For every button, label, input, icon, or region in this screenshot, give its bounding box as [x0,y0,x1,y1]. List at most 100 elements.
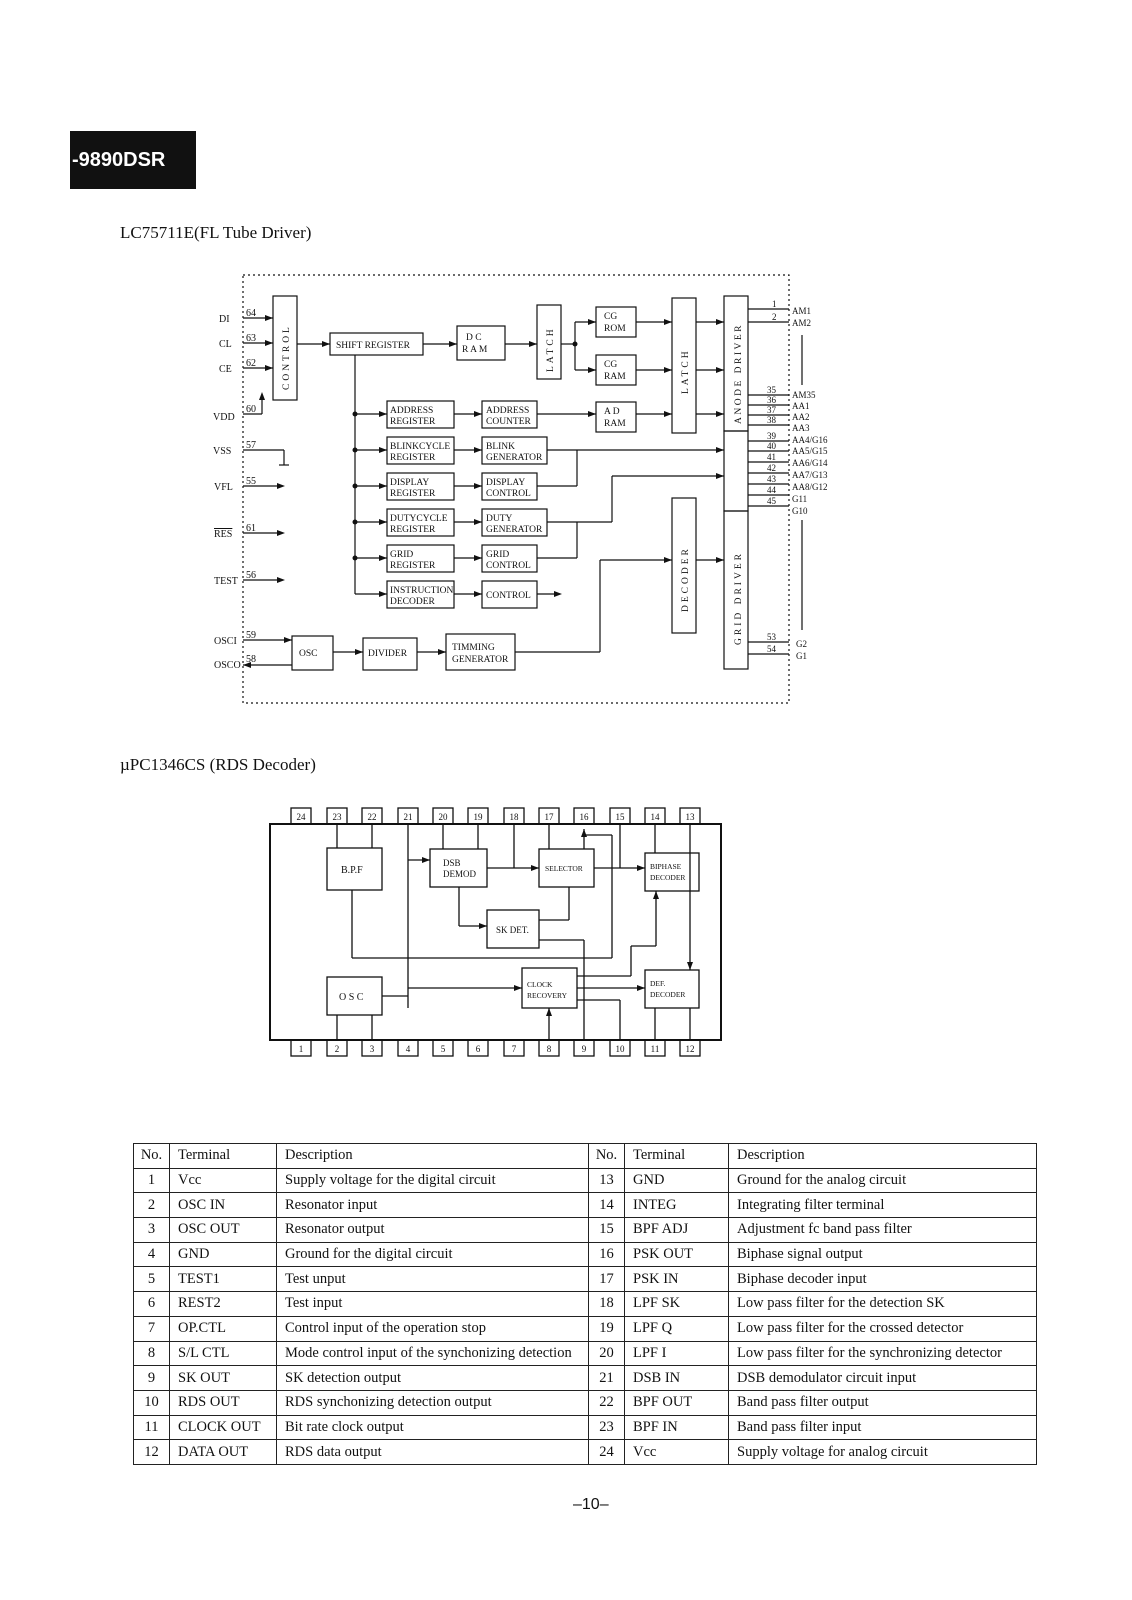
bottom-pin-5: 5 [441,1044,446,1054]
biphase-decoder-label-2: DECODER [650,873,685,882]
latch-label: LATCH [546,326,556,372]
output-name-g10: G10 [792,506,808,516]
cell-no: 19 [588,1315,625,1342]
top-pin-24: 24 [297,812,307,822]
cell-no: 16 [588,1241,625,1268]
cell-terminal: OSC OUT [169,1217,277,1243]
top-pin-21: 21 [404,812,413,822]
cell-description: Adjustment fc band pass filter [728,1217,1037,1243]
address-register-label-1: ADDRESS [390,406,433,416]
cell-no: 2 [133,1192,170,1219]
output-pin-38: 38 [767,415,777,425]
cell-terminal: OSC IN [169,1192,277,1219]
top-pin-14: 14 [651,812,661,822]
output-name-aa2: AA2 [792,412,810,422]
model-badge: -9890DSR [70,131,196,189]
output-pin-41: 41 [767,452,776,462]
cell-terminal: GND [169,1241,277,1268]
blink-generator-label-2: GENERATOR [486,453,543,463]
cell-description: Ground for the analog circuit [728,1167,1037,1194]
input-label-ce: CE [219,364,232,375]
cell-terminal: BPF OUT [624,1389,729,1416]
output-pin-45: 45 [767,496,777,506]
input-label-vfl: VFL [214,482,233,493]
cell-terminal: PSK OUT [624,1241,729,1268]
dc-ram-label-2: R A M [462,345,488,355]
cg-ram-label-1: CG [604,360,617,370]
timing-generator-label-2: GENERATOR [452,655,509,665]
input-label-osco: OSCO [214,660,241,671]
cell-description: SK detection output [276,1365,589,1391]
sk-det-label: SK DET. [496,925,529,935]
cell-terminal: CLOCK OUT [169,1414,277,1441]
blinkcycle-register-label-1: BLINKCYCLE [390,442,450,452]
cell-no: 9 [133,1365,170,1391]
bottom-pin-10: 10 [616,1044,626,1054]
header-description: Description [276,1143,589,1169]
grid-register-label-1: GRID [390,550,413,560]
cell-description: Low pass filter for the crossed detector [728,1315,1037,1342]
cell-terminal: BPF IN [624,1414,729,1441]
bottom-pin-6: 6 [476,1044,481,1054]
cell-description: Ground for the digital circuit [276,1241,589,1268]
display-register-label-1: DISPLAY [390,478,429,488]
header-description-2: Description [728,1143,1037,1169]
input-pin-vfl: 55 [246,476,256,487]
top-pin-19: 19 [474,812,484,822]
grid-register-label-2: REGISTER [390,561,436,571]
rds-decoder-title: µPC1346CS (RDS Decoder) [120,755,316,774]
cell-no: 11 [133,1414,170,1441]
display-control-label-1: DISPLAY [486,478,525,488]
pin-description-table: No. Terminal Description No. Terminal De… [133,1143,1037,1465]
cell-description: RDS data output [276,1439,589,1465]
cell-no: 21 [588,1365,625,1391]
output-pin-54: 54 [767,644,777,654]
display-register-label-2: REGISTER [390,489,436,499]
input-label-vdd: VDD [213,412,235,423]
output-name-aa3: AA3 [792,423,810,433]
input-label-cl: CL [219,339,232,350]
cell-terminal: DATA OUT [169,1439,277,1465]
cg-rom-label-1: CG [604,312,617,322]
dutycycle-register-label-2: REGISTER [390,525,436,535]
output-name-aa8: AA8/G12 [792,482,828,492]
ad-ram-label-2: RAM [604,419,626,429]
cell-no: 3 [133,1217,170,1243]
cell-terminal: LPF SK [624,1291,729,1317]
grid-control-label-1: GRID [486,550,509,560]
output-name-g1: G1 [796,651,807,661]
cell-no: 1 [133,1167,170,1194]
cell-no: 4 [133,1241,170,1268]
dc-ram-label-1: D C [466,333,482,343]
input-pin-ce: 62 [246,358,256,369]
cell-terminal: SK OUT [169,1365,277,1391]
input-label-res: RES [214,529,232,540]
header-no: No. [133,1143,170,1169]
bottom-pin-1: 1 [299,1044,304,1054]
cell-terminal: REST2 [169,1291,277,1317]
output-pin-44: 44 [767,485,777,495]
output-name-aa1: AA1 [792,401,810,411]
ad-ram-label-1: A D [604,407,620,417]
shift-register-label: SHIFT REGISTER [336,341,411,351]
output-name-aa6: AA6/G14 [792,458,828,468]
input-pin-vdd: 60 [246,404,256,415]
address-register-label-2: REGISTER [390,417,436,427]
address-counter-label-1: ADDRESS [486,406,529,416]
cell-no: 18 [588,1291,625,1317]
header-no-2: No. [588,1143,625,1169]
output-pin-40: 40 [767,441,777,451]
output-pin-35: 35 [767,385,777,395]
dsb-demod-label-1: DSB [443,858,461,868]
output-pin-36: 36 [767,395,777,405]
decoder-label: DECODER [681,546,691,612]
cell-no: 8 [133,1340,170,1367]
bottom-pin-9: 9 [582,1044,587,1054]
def-decoder-label-2: DECODER [650,990,685,999]
cell-description: Supply voltage for the digital circuit [276,1167,589,1194]
